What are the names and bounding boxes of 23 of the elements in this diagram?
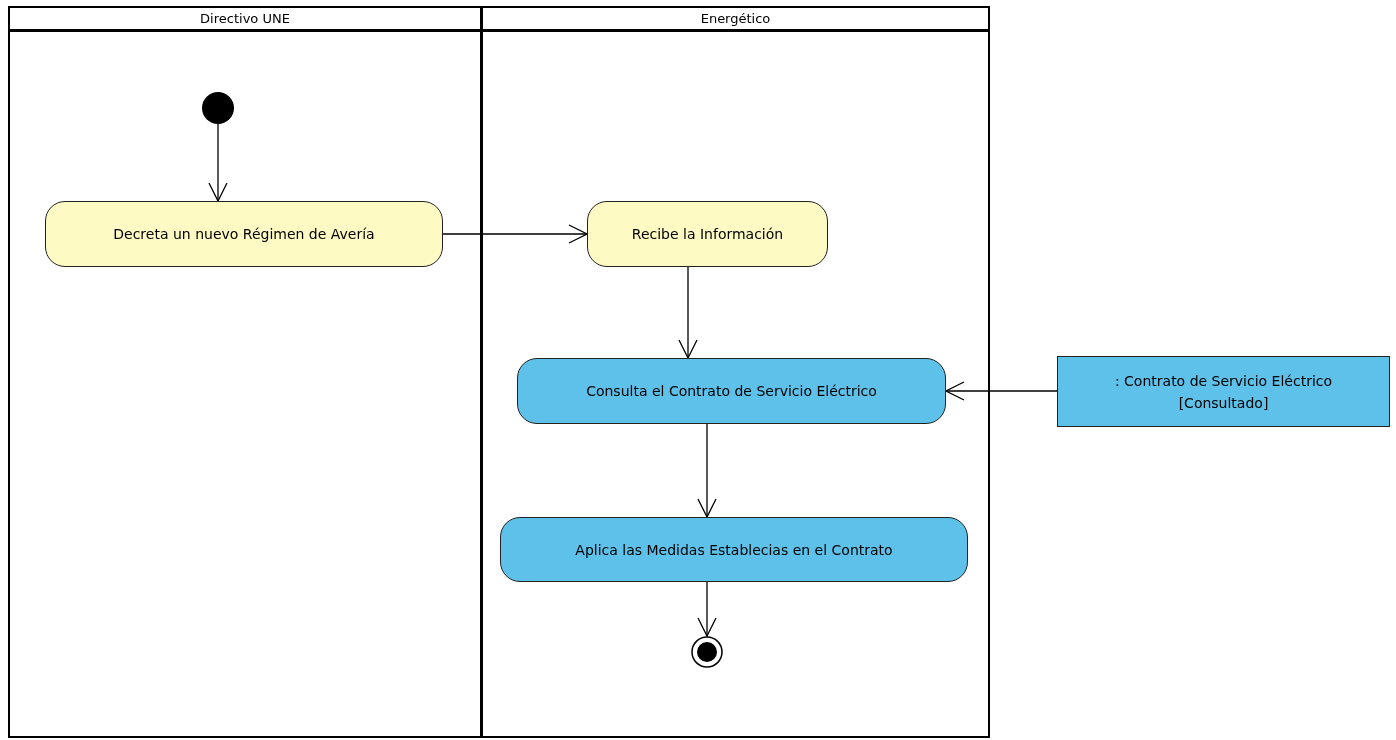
swimlane: [481, 6, 990, 738]
arrow: [208, 123, 228, 202]
arrow: [945, 381, 1058, 401]
swimlane: [8, 6, 482, 738]
action-node: [587, 201, 828, 267]
object-node: [1057, 356, 1390, 427]
action-label: Decreta un nuevo Régimen de Avería: [113, 226, 375, 242]
initial-node-icon: [202, 92, 234, 124]
arrow: [697, 581, 717, 637]
action-node: [500, 517, 968, 582]
lane-title: Directivo UNE: [10, 8, 480, 32]
action-node: [517, 358, 946, 424]
action-node: [45, 201, 443, 267]
action-label: Consulta el Contrato de Servicio Eléctrico: [586, 383, 877, 399]
object-label: : Contrato de Servicio Eléctrico: [1114, 372, 1333, 389]
arrow: [442, 224, 588, 244]
arrow: [697, 423, 717, 518]
action-label: Aplica las Medidas Establecias en el Contrato: [575, 541, 893, 558]
lane-title: Energético: [483, 8, 988, 32]
action-label: Recibe la Información: [631, 226, 784, 242]
final-node-icon: [691, 636, 723, 668]
arrow: [678, 266, 698, 359]
object-label: [Consultado]: [1178, 394, 1269, 411]
